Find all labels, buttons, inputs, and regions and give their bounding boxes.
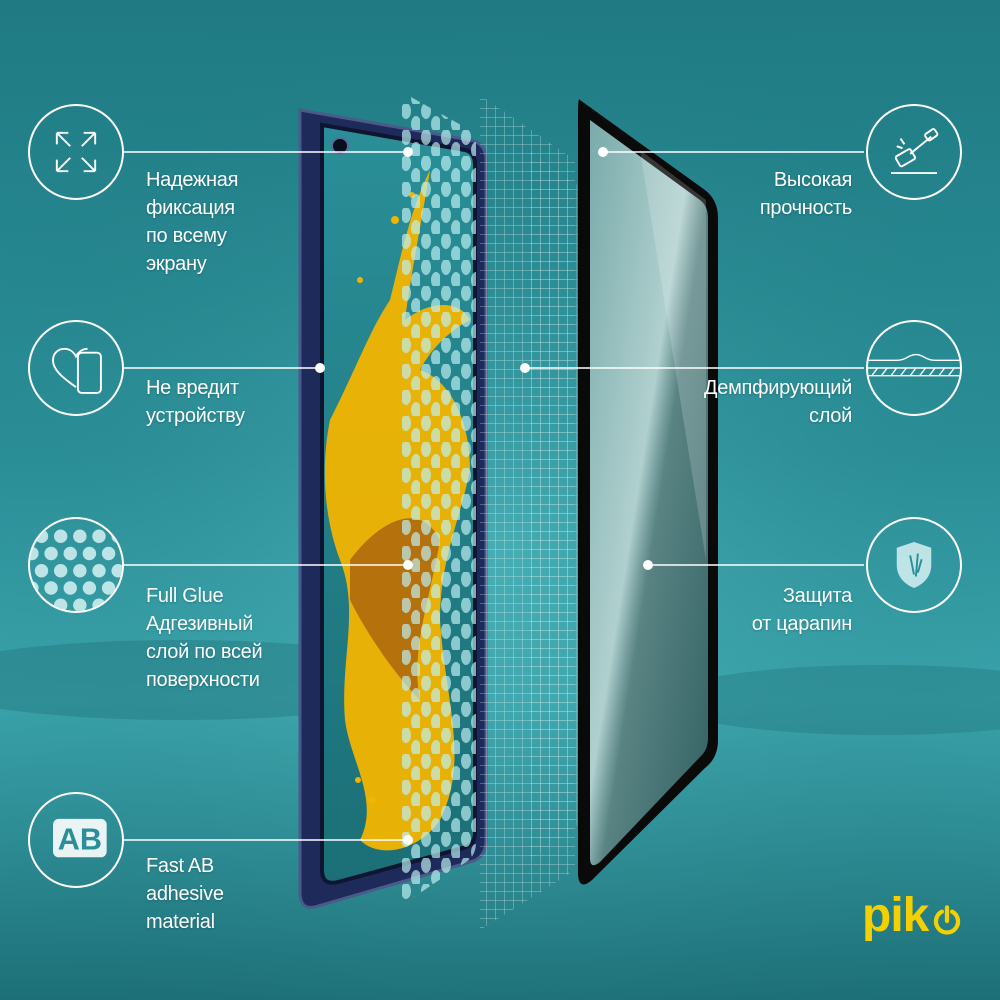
feature-label-strength: Высокая прочность [759, 169, 852, 219]
expand-arrows-icon [28, 104, 124, 200]
damping-layer-icon [866, 320, 962, 416]
logo-text: pik [862, 889, 929, 942]
feature-label-scratch: Защита от царапин [751, 585, 853, 635]
ab-badge-icon: AB [28, 792, 124, 888]
connector-lines [124, 151, 864, 841]
ab-badge-text: AB [58, 823, 102, 857]
dot-pattern-icon [28, 517, 124, 613]
feature-label-full-glue: Full Glue Адгезивный слой по всей поверх… [146, 585, 263, 691]
feature-label-damping: Демпфирующий слой [704, 377, 852, 427]
tempered-glass [578, 99, 718, 885]
heart-phone-icon [28, 320, 124, 416]
shield-icon [866, 517, 962, 613]
dot-layer [402, 92, 476, 905]
piko-logo: pik [862, 888, 972, 944]
hammer-impact-icon [866, 104, 962, 200]
feature-label-device-safe: Не вредит устройству [146, 377, 245, 427]
feature-label-fixation: Надежная фиксация по всему экрану [146, 169, 239, 275]
connector-dots [315, 147, 653, 845]
power-o-icon [933, 905, 961, 935]
feature-label-fast-ab: Fast AB adhesive material [146, 855, 224, 933]
